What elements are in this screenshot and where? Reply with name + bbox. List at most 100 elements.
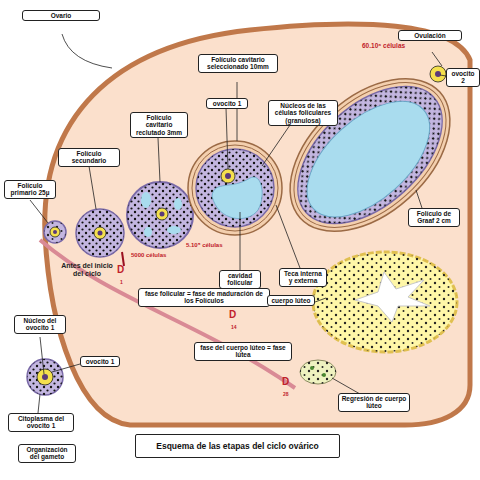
label-box: cuerpo lúteo (267, 295, 315, 306)
granulosa-cells (44, 221, 66, 243)
regressing-corpus-luteum (300, 360, 336, 384)
luteal-cells (310, 366, 314, 370)
oocyte (50, 227, 60, 237)
oocyte (37, 369, 53, 385)
box-text: cuerpo lúteo (270, 297, 312, 304)
oocyte-nucleus (225, 173, 231, 179)
leader-line (158, 138, 160, 182)
recruited-follicle (127, 182, 193, 248)
annotation: D (229, 309, 236, 320)
label-box: Regresión de cuerpo lúteo (338, 393, 410, 412)
box-text: fase folicular = fase de maduración de l… (141, 290, 267, 305)
oocyte (156, 208, 168, 220)
box-text: ovocito 2 (449, 70, 477, 85)
box-text: Folículo cavitario reclutado 3mm (133, 114, 185, 136)
theca (188, 141, 282, 235)
granulosa (273, 60, 468, 249)
annotation: 14 (231, 325, 237, 331)
box-text: Ovario (25, 12, 97, 19)
granulosa-cells (196, 149, 274, 227)
leader-line (226, 108, 228, 169)
leader-line (332, 378, 360, 394)
annotation: D (117, 264, 124, 275)
granulosa-cells (27, 359, 63, 395)
box-text: ovocito 1 (83, 358, 117, 365)
follicle-cavity (144, 227, 152, 237)
box-text: Folículo secundario (61, 150, 117, 165)
box-text: fase del cuerpo lúteo = fase lútea (197, 344, 289, 359)
oocyte-nucleus (98, 231, 103, 236)
label-box: Folículo secundario (58, 148, 120, 167)
leader-line (40, 337, 44, 374)
leader-line (262, 125, 290, 166)
gamete-cell (27, 359, 63, 395)
theca (192, 145, 278, 231)
cycle-timeline (40, 240, 295, 388)
luteal-cells (322, 373, 326, 377)
label-box: ovocito 2 (446, 68, 480, 87)
box-text: Ovulación (401, 32, 459, 39)
label-box: Ovario (22, 10, 100, 21)
granulosa-cells (273, 60, 468, 249)
leader-line (62, 34, 112, 68)
label-box: Folículo primario 25µ (4, 180, 56, 199)
label-box: Núcleos de las células foliculares (gran… (268, 100, 338, 126)
leader-line (237, 82, 238, 141)
leader-line (315, 298, 326, 302)
box-text: ovocito 1 (209, 100, 245, 107)
box-text: Folículo primario 25µ (7, 182, 53, 197)
luteal-cells (313, 252, 457, 352)
luteal-cavity (355, 272, 430, 322)
luteal-cells (300, 360, 336, 384)
diagram-title: Esquema de las etapas del ciclo ovárico (135, 434, 340, 458)
follicle-cavity (167, 226, 181, 234)
annotation: 5000 células (131, 252, 166, 259)
leader-lines (30, 34, 446, 413)
annotation: D (282, 376, 289, 387)
leader-line (30, 200, 48, 223)
secondary-follicle (76, 209, 124, 257)
box-text: Núcleo del ovocito 1 (17, 317, 63, 332)
label-box: Teca interna y externa (279, 268, 327, 287)
annotation: 5.10⁵ células (186, 242, 223, 249)
annotation: 1 (120, 280, 123, 286)
label-box: Folículo cavitario reclutado 3mm (130, 112, 188, 138)
oocyte-nucleus (53, 230, 57, 234)
label-box: Folículo cavitario seleccionado 10mm (198, 54, 278, 73)
selected-follicle (196, 149, 274, 227)
label-box: cavidad folicular (219, 270, 261, 289)
label-box: Citoplasma del ovocito 1 (8, 413, 74, 432)
corpus-luteum (313, 252, 457, 352)
follicle-cavity (174, 198, 182, 210)
label-box: fase folicular = fase de maduración de l… (138, 288, 270, 307)
label-box: ovocito 1 (206, 98, 248, 109)
oocyte-nucleus (160, 212, 165, 217)
primary-follicle (44, 221, 66, 243)
leader-line (38, 394, 40, 413)
annotation: Antes del inicio del ciclo (60, 262, 114, 277)
box-text: Citoplasma del ovocito 1 (11, 415, 71, 430)
annotation: 28 (283, 392, 289, 398)
oocyte (221, 169, 235, 183)
label-box: Organización del gameto (18, 444, 76, 463)
label-box: fase del cuerpo lúteo = fase lútea (194, 342, 292, 361)
theca (267, 55, 473, 256)
follicle-cavity (141, 192, 151, 208)
leader-line (416, 190, 422, 208)
label-box: ovocito 1 (80, 356, 120, 367)
leader-line (276, 205, 300, 268)
annotation: 60.10⁶ células (362, 42, 405, 49)
box-text: Teca interna y externa (282, 270, 324, 285)
box-text: Regresión de cuerpo lúteo (341, 395, 407, 410)
box-text: Folículo de Graaf 2 cm (411, 210, 457, 225)
oocyte (430, 66, 446, 82)
label-box: Ovulación (398, 30, 462, 41)
leader-line (432, 52, 442, 66)
granulosa-cells (127, 182, 193, 248)
box-text: Folículo cavitario seleccionado 10mm (201, 56, 275, 71)
oocyte-nucleus (435, 71, 441, 77)
day-tick (122, 252, 124, 266)
leader-line (88, 160, 96, 209)
follicular-cavity (212, 177, 262, 219)
granulosa-cells (76, 209, 124, 257)
